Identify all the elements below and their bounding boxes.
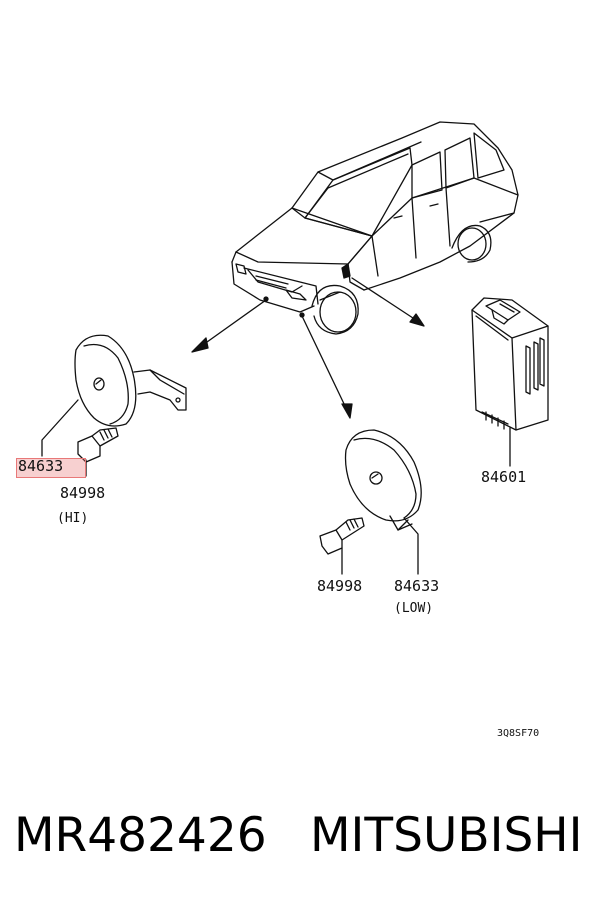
parts-diagram: 84633 84998 (HI) 84998 84633 (LOW) 84601… [16,121,549,739]
location-arrows [191,277,425,419]
hi-note-label: (HI) [57,511,89,526]
low-horn-part-label[interactable]: 84633 [394,577,440,595]
product-footer: MR482426 MITSUBISHI [0,800,600,880]
part-number-text: MR482426 [14,808,267,863]
brand-text: MITSUBISHI [310,808,583,863]
horn-low-illustration [319,429,422,575]
horn-hi-illustration [41,334,187,477]
vehicle-illustration [231,121,519,335]
drawing-code-label: 3Q8SF70 [497,728,540,739]
diagram-drawing [41,121,549,575]
relay-part-label[interactable]: 84601 [481,468,527,486]
hi-bolt-part-label[interactable]: 84998 [60,484,106,502]
hi-horn-part-label[interactable]: 84633 [18,457,64,475]
low-note-label: (LOW) [394,601,434,616]
highlight-box [16,458,86,478]
low-bolt-part-label[interactable]: 84998 [317,577,363,595]
relay-unit-illustration [471,297,549,467]
